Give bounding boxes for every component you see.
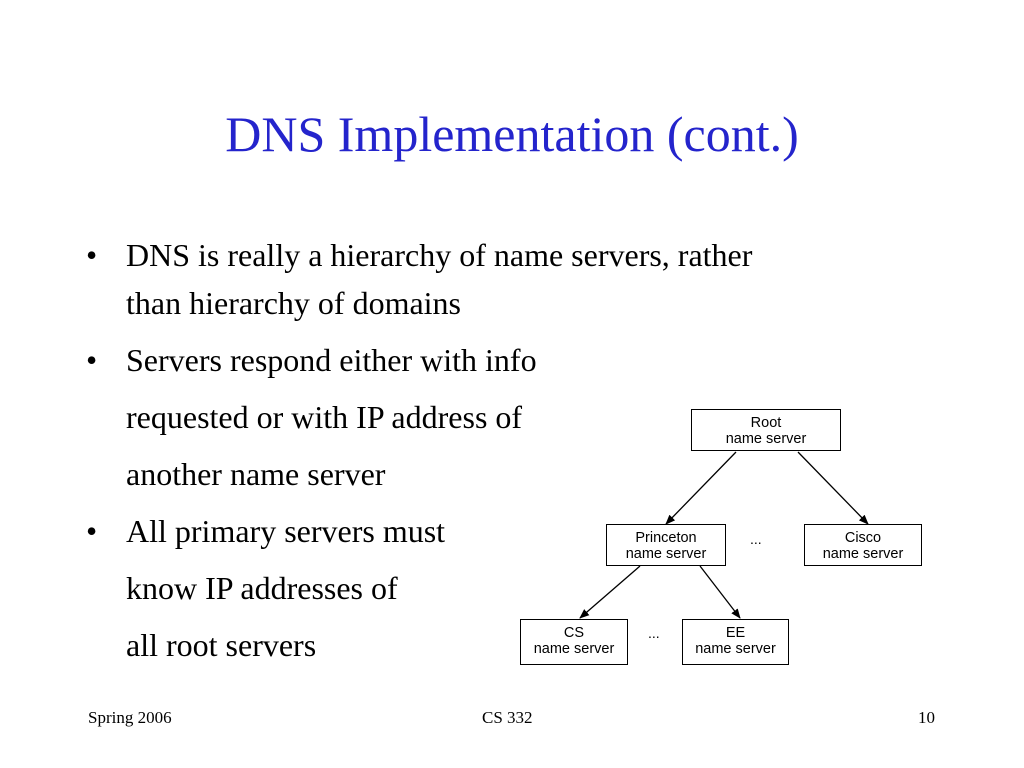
cisco-node-label: Cisco [844, 530, 882, 546]
ee-node-sublabel: name server [695, 641, 776, 657]
bullet-3-line-3: all root servers [126, 627, 317, 663]
ee-node-label: EE [725, 625, 746, 641]
cisco-node-sublabel: name server [822, 546, 904, 562]
footer-date: Spring 2006 [88, 708, 172, 727]
bullet-marker: • [86, 237, 98, 273]
name-server-hierarchy-diagram: Root name server Princeton name server .… [500, 400, 940, 680]
bullet-3-line-2: know IP addresses of [126, 570, 398, 606]
princeton-name-server-node: Princeton name server [606, 524, 726, 566]
bullet-1-line-1: DNS is really a hierarchy of name server… [126, 237, 753, 273]
root-node-sublabel: name server [725, 431, 807, 447]
cisco-name-server-node: Cisco name server [804, 524, 922, 566]
cs-node-sublabel: name server [533, 641, 615, 657]
root-node-label: Root [750, 415, 782, 431]
bullet-3-line-1: All primary servers must [126, 513, 446, 549]
diagram-connectors [579, 451, 869, 619]
edge-root-princeton [665, 451, 737, 525]
cs-name-server-node: CS name server [520, 619, 628, 665]
ellipsis-children: ... [648, 625, 660, 641]
princeton-node-sublabel: name server [625, 546, 707, 562]
footer-course: CS 332 [482, 708, 533, 727]
bullet-marker: • [86, 513, 98, 549]
ellipsis-siblings: ... [750, 531, 762, 547]
edge-princeton-cs [579, 565, 641, 619]
edge-princeton-ee [699, 565, 741, 619]
bullet-2-line-3: another name server [126, 456, 386, 492]
bullet-1-line-2: than hierarchy of domains [126, 285, 461, 321]
bullet-2-line-2: requested or with IP address of [126, 399, 523, 435]
footer-page-number: 10 [918, 708, 935, 727]
cs-node-label: CS [563, 625, 585, 641]
princeton-node-label: Princeton [635, 530, 697, 546]
edge-root-cisco [797, 451, 869, 525]
slide-title: DNS Implementation (cont.) [225, 106, 799, 162]
root-name-server-node: Root name server [691, 409, 841, 451]
bullet-marker: • [86, 342, 98, 378]
ee-name-server-node: EE name server [682, 619, 789, 665]
bullet-2-line-1: Servers respond either with info [126, 342, 537, 378]
